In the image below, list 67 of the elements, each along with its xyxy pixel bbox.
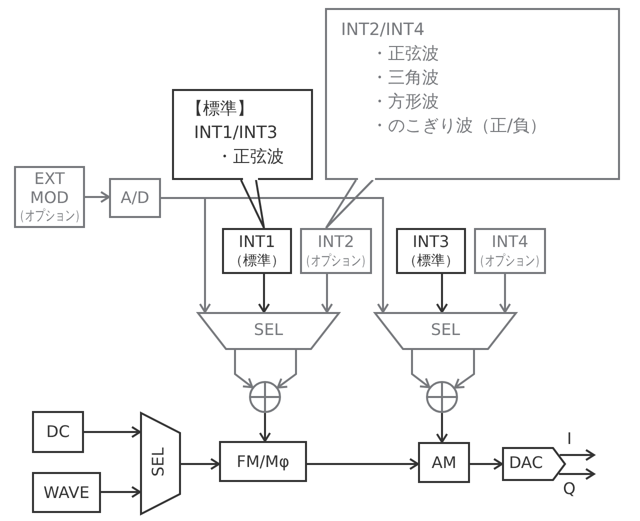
- arrow: [470, 458, 503, 470]
- adder-symbol: [249, 381, 281, 413]
- callout-pointer: [240, 179, 265, 229]
- block-box: [219, 441, 307, 482]
- callout-text: INT1/INT3: [194, 122, 278, 145]
- arrow: [321, 274, 333, 313]
- arrow: [161, 197, 389, 313]
- arrow: [560, 449, 595, 461]
- block-box: [222, 228, 292, 274]
- arrow: [499, 274, 511, 313]
- block-label: SEL: [430, 320, 462, 340]
- arrow: [181, 458, 220, 470]
- block-label: EXT MOD: [29, 169, 70, 207]
- selector-trapezoid: [374, 312, 517, 350]
- arrow: [84, 426, 141, 438]
- arrow: [276, 350, 297, 388]
- block-box: [474, 228, 546, 274]
- arrow: [85, 191, 110, 203]
- block-label: A/D: [120, 188, 150, 208]
- callout-text: INT2/INT4: [341, 19, 425, 42]
- block-box: [418, 442, 470, 483]
- callout-box: [325, 8, 620, 180]
- block-label: INT3: [412, 232, 450, 252]
- arrow: [411, 350, 430, 388]
- callout-pointer: [325, 179, 374, 229]
- block-box: [14, 166, 85, 228]
- block-box: [32, 411, 84, 453]
- arrow: [436, 413, 448, 443]
- selector-trapezoid: [197, 312, 340, 350]
- arrow: [307, 458, 419, 470]
- block-label: （オプション）: [300, 252, 372, 270]
- block-label: SEL: [252, 320, 284, 340]
- block-box: [300, 228, 372, 274]
- block-label: SEL: [148, 447, 169, 477]
- block-label: INT1: [238, 232, 276, 252]
- block-label: （標準）: [229, 252, 285, 270]
- block-box: [396, 228, 466, 274]
- block-label: INT4: [492, 232, 528, 252]
- block-label: DAC: [509, 453, 543, 473]
- adder-symbol: [426, 381, 458, 413]
- arrow: [558, 468, 595, 480]
- callout-box: [172, 89, 313, 180]
- callout-text: ・正弦波: [216, 146, 284, 169]
- arrow: [101, 486, 141, 498]
- block-label: DC: [46, 422, 70, 442]
- arrow: [454, 350, 475, 389]
- block-label: AM: [432, 452, 456, 472]
- callout-text: ・方形波: [371, 91, 439, 114]
- block-label: WAVE: [44, 482, 90, 502]
- callout-text: ・のこぎり波（正/負）: [371, 115, 547, 138]
- block-label: （オプション）: [14, 207, 85, 225]
- block-label: （オプション）: [474, 252, 546, 270]
- block-box: [109, 178, 161, 218]
- arrow: [258, 274, 270, 313]
- arrow: [259, 413, 271, 442]
- arrow: [234, 350, 254, 388]
- selector-trapezoid: [140, 412, 181, 515]
- edge-label: Q: [562, 480, 577, 498]
- callout-text: ・三角波: [371, 67, 439, 90]
- converter-box: [502, 447, 566, 481]
- block-label: （標準）: [403, 252, 459, 270]
- block-label: INT2: [318, 232, 354, 252]
- callout-heading: 【標準】: [186, 98, 254, 121]
- block-box: [32, 472, 101, 513]
- callout-text: ・正弦波: [371, 43, 439, 66]
- arrow: [436, 274, 448, 313]
- block-label: FM/Mφ: [236, 452, 290, 472]
